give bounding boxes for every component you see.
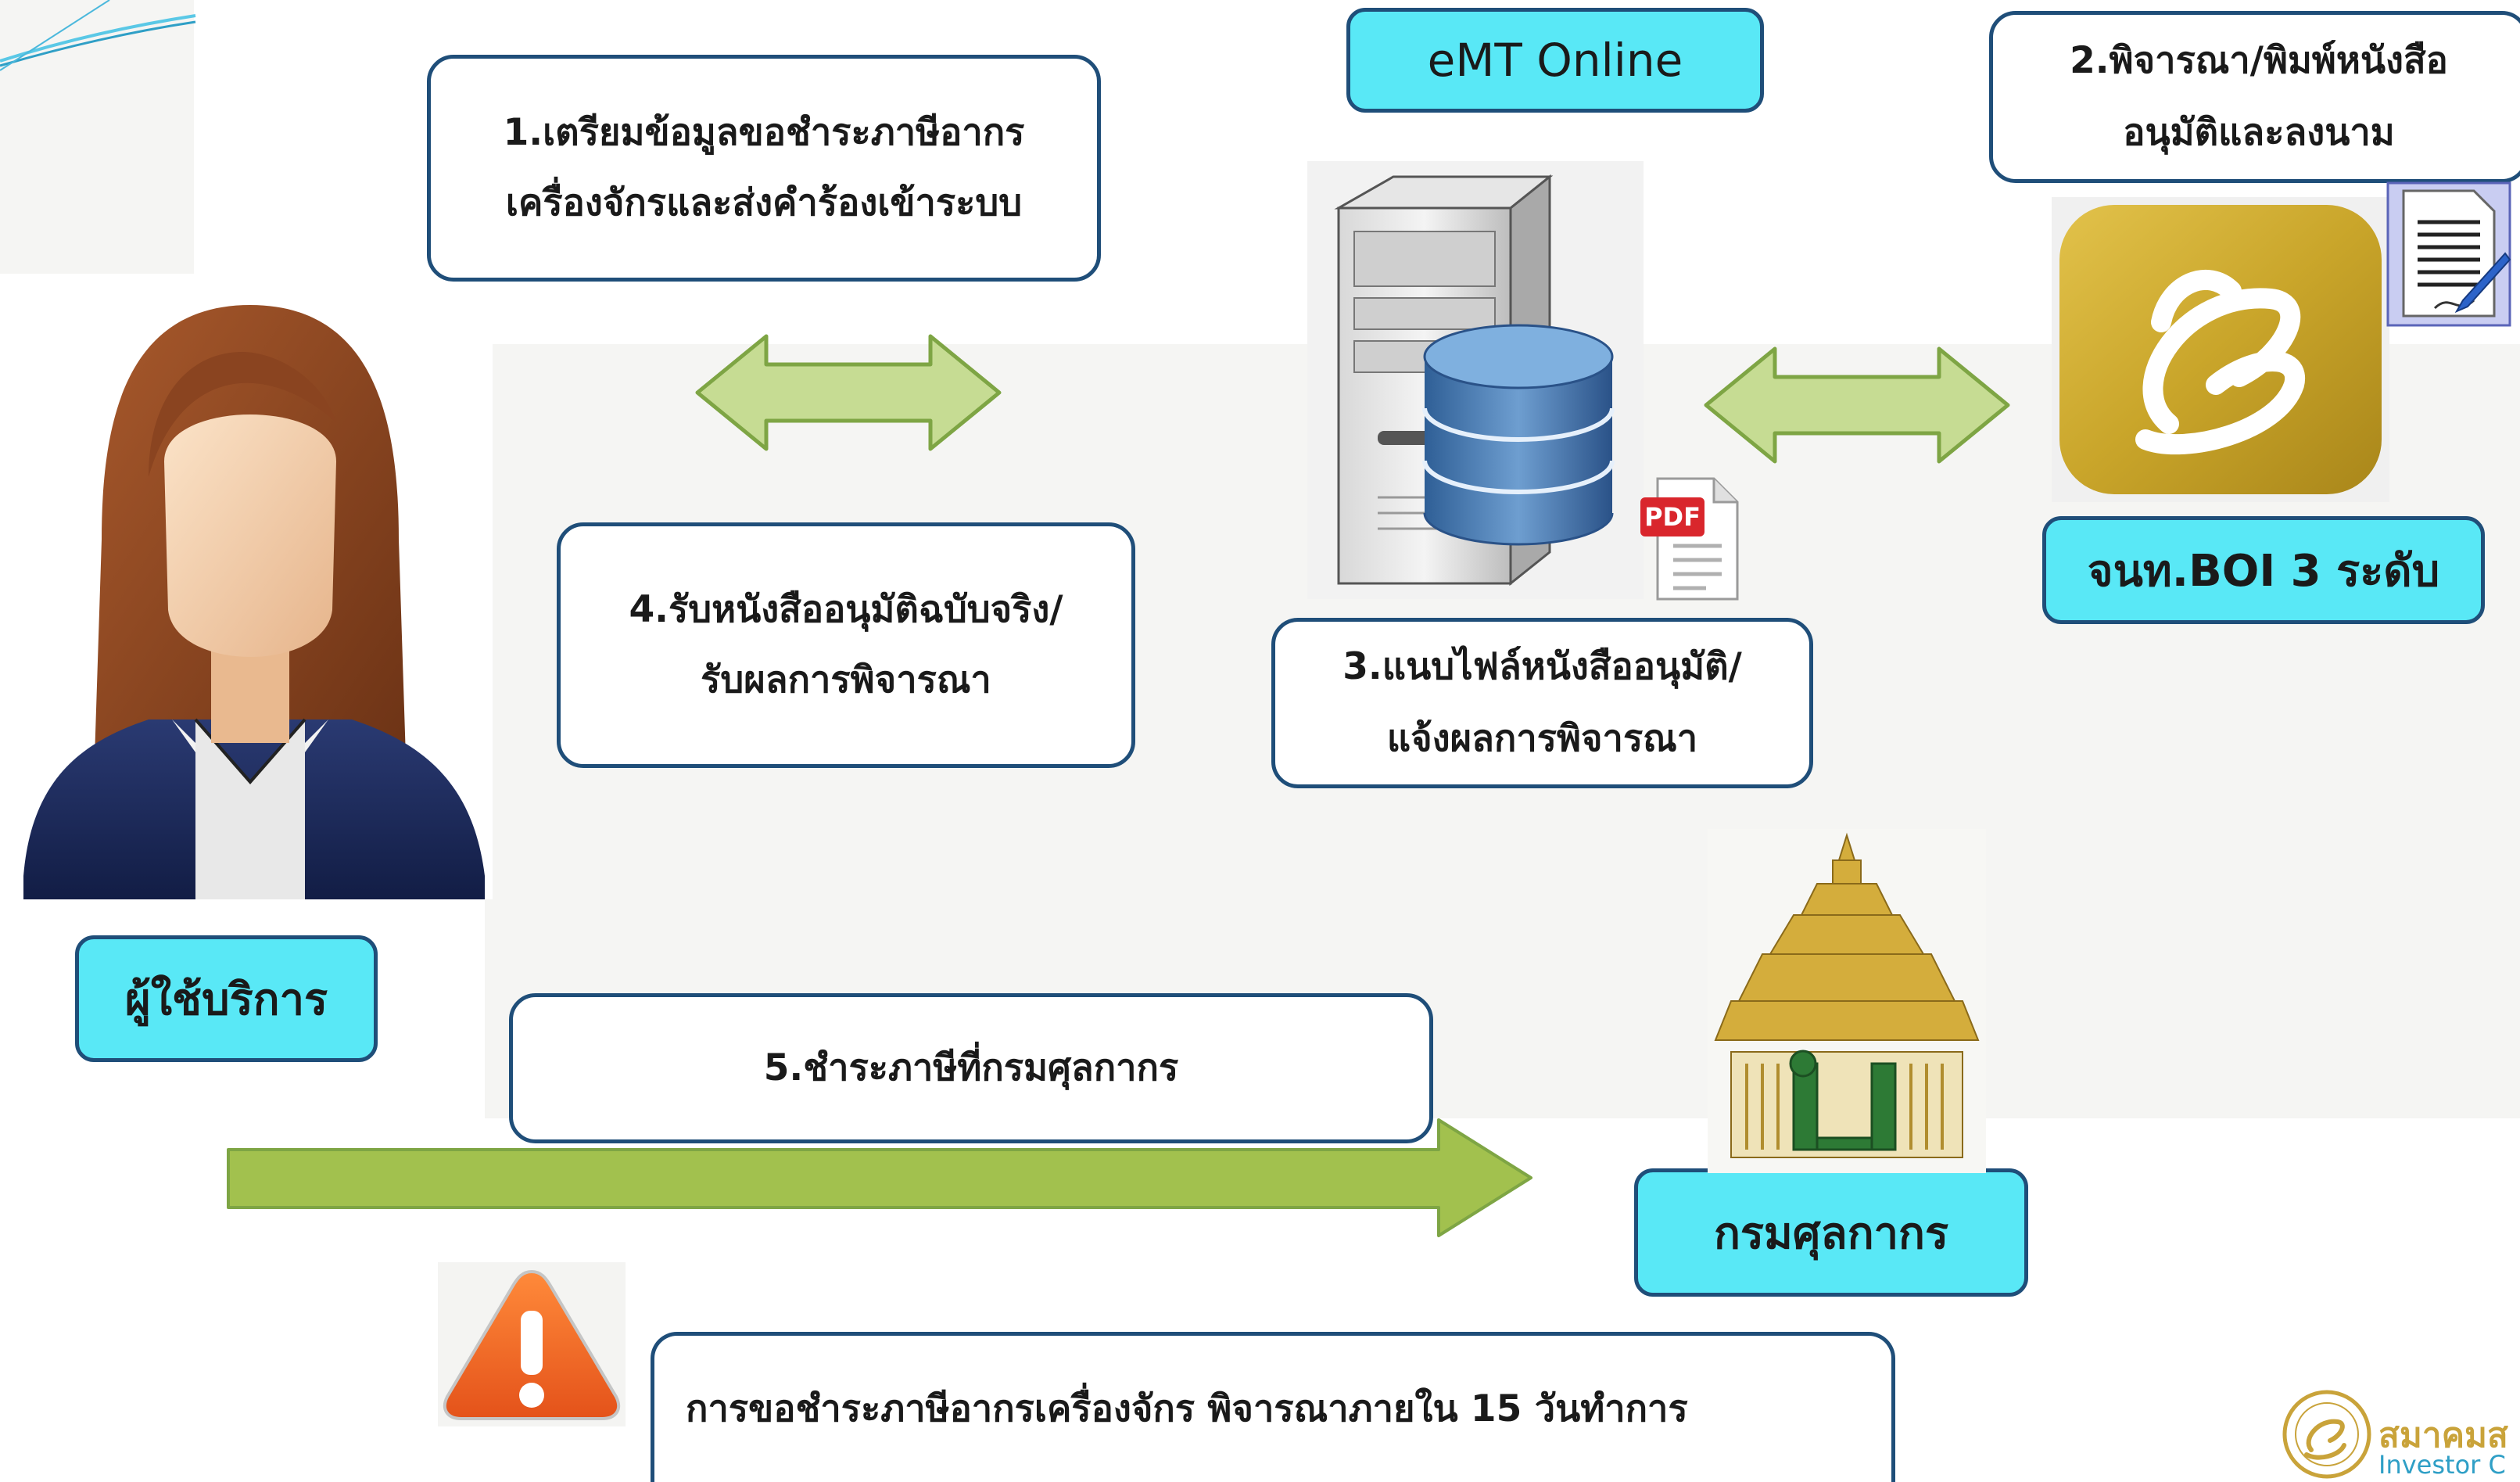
- step-5-text: 5.ชำระภาษีที่กรมศุลกากร: [763, 1046, 1179, 1089]
- user-label: ผู้ใช้บริการ: [75, 935, 378, 1062]
- investor-club-subtitle: Investor C: [2378, 1450, 2506, 1480]
- arrow-to-customs: [227, 1118, 1532, 1237]
- step-4-box: 4.รับหนังสืออนุมัติฉบับจริง/ รับผลการพิจ…: [557, 522, 1135, 768]
- investor-club-logo: สมาคมส Investor C: [2278, 1384, 2520, 1482]
- step-1-box: 1.เตรียมข้อมูลขอชำระภาษีอากร เครื่องจักร…: [427, 55, 1101, 282]
- customs-emblem-icon: [1708, 829, 1986, 1173]
- step-4-line-1: 4.รับหนังสืออนุมัติฉบับจริง/: [629, 588, 1063, 631]
- step-4-line-2: รับผลการพิจารณา: [701, 658, 991, 702]
- pdf-badge-text: PDF: [1644, 502, 1701, 532]
- investor-club-title: สมาคมส: [2378, 1416, 2508, 1455]
- step-2-box: 2.พิจารณา/พิมพ์หนังสือ อนุมัติและลงนาม: [1989, 11, 2520, 183]
- boi-logo-icon: [2052, 197, 2389, 502]
- notice-text: การขอชำระภาษีอากรเครื่องจักร พิจารณาภายใ…: [686, 1387, 1688, 1430]
- step-3-line-2: แจ้งผลการพิจารณา: [1386, 717, 1698, 760]
- step-5-box: 5.ชำระภาษีที่กรมศุลกากร: [509, 993, 1433, 1143]
- investor-club-seal-icon: [2282, 1390, 2371, 1479]
- notice-box: การขอชำระภาษีอากรเครื่องจักร พิจารณาภายใ…: [651, 1332, 1895, 1482]
- double-arrow-system-officer: [1704, 346, 2010, 464]
- customs-label: กรมศุลกากร: [1634, 1168, 2028, 1297]
- step-1-line-1: 1.เตรียมข้อมูลขอชำระภาษีอากร: [503, 111, 1025, 154]
- step-1-line-2: เครื่องจักรและส่งคำร้องเข้าระบบ: [505, 181, 1023, 224]
- step-2-line-2: อนุมัติและลงนาม: [2123, 111, 2395, 154]
- corner-stripes: [0, 0, 196, 71]
- pdf-file-icon: PDF: [1639, 475, 1740, 602]
- warning-icon: [438, 1262, 626, 1426]
- system-label: eMT Online: [1346, 8, 1764, 113]
- step-2-line-1: 2.พิจารณา/พิมพ์หนังสือ: [2070, 39, 2448, 82]
- double-arrow-user-system: [695, 334, 1002, 451]
- user-avatar-icon: [16, 282, 493, 899]
- step-3-line-1: 3.แนบไฟล์หนังสืออนุมัติ/: [1342, 645, 1742, 688]
- background-band-top-left: [0, 0, 194, 274]
- officer-label: จนท.BOI 3 ระดับ: [2042, 516, 2485, 624]
- signed-document-icon: [2386, 181, 2511, 327]
- server-database-icon: [1307, 161, 1644, 599]
- step-3-box: 3.แนบไฟล์หนังสืออนุมัติ/ แจ้งผลการพิจารณ…: [1271, 618, 1813, 788]
